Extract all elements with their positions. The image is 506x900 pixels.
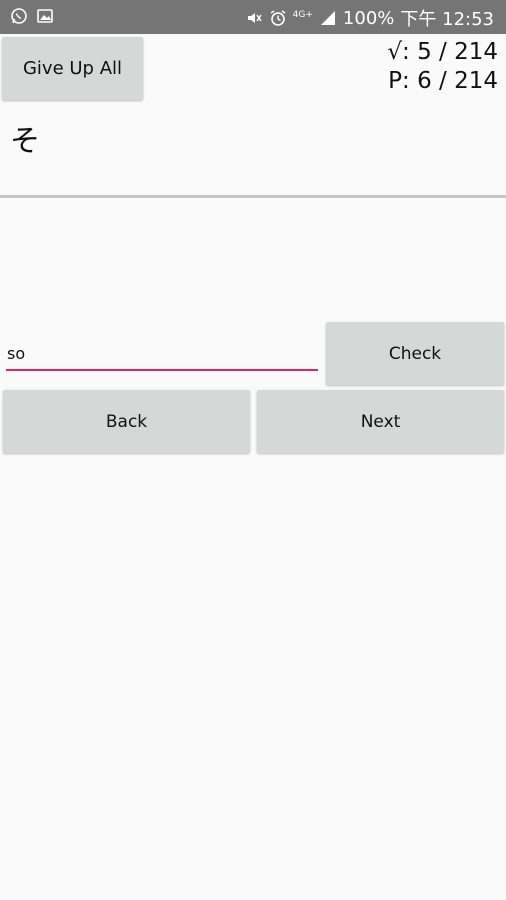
back-button[interactable]: Back: [3, 390, 250, 453]
divider: [0, 195, 506, 198]
notification-icons: [10, 7, 54, 25]
progress-count: P: 6 / 214: [388, 68, 498, 94]
mute-icon: [245, 9, 263, 27]
clock: 下午 12:53: [400, 9, 494, 30]
signal-icon: [319, 9, 337, 27]
score-panel: √: 5 / 214 P: 6 / 214: [387, 38, 498, 96]
alarm-icon: [269, 9, 287, 27]
correct-count: √: 5 / 214: [387, 39, 498, 65]
status-bar: 4G+ 100% 下午 12:53: [0, 0, 506, 34]
whatsapp-icon: [10, 7, 28, 25]
battery-level: 100%: [342, 7, 395, 29]
system-status: 4G+ 100% 下午 12:53: [245, 5, 494, 31]
next-button[interactable]: Next: [257, 390, 504, 453]
give-up-all-button[interactable]: Give Up All: [2, 37, 143, 100]
gallery-icon: [36, 7, 54, 25]
question-kana: そ: [10, 124, 40, 159]
network-type: 4G+: [292, 9, 313, 20]
check-button[interactable]: Check: [326, 322, 504, 385]
answer-input[interactable]: [6, 337, 318, 371]
